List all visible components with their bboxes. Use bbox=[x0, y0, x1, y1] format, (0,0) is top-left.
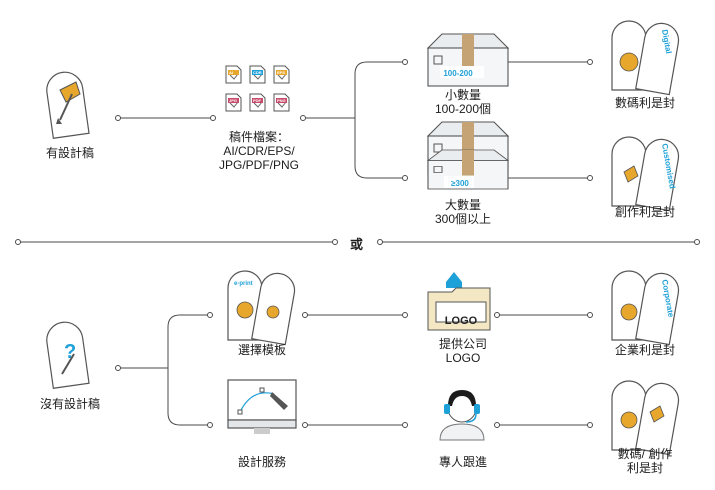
envelope-pen-icon bbox=[43, 69, 90, 139]
follow-up-label: 專人跟進 bbox=[438, 455, 487, 469]
customised-envelope-icon bbox=[611, 136, 682, 212]
file-type-ai: AI bbox=[229, 70, 233, 75]
file-type-jpg: JPG bbox=[229, 98, 237, 103]
logo-label: 提供公司 LOGO bbox=[438, 337, 487, 365]
file-type-pdf: PDF bbox=[253, 98, 262, 103]
file-type-cdr: CDR bbox=[253, 70, 262, 75]
logo-folder-icon bbox=[427, 272, 491, 331]
svg-text:?: ? bbox=[64, 341, 76, 363]
divider bbox=[15, 239, 700, 245]
has-design-label: 有設計稿 bbox=[45, 146, 94, 160]
small-qty-badge: 100-200 bbox=[443, 69, 473, 78]
template-label: 選擇模板 bbox=[237, 343, 286, 357]
digital-envelope-icon bbox=[611, 20, 682, 96]
design-service-label: 設計服務 bbox=[237, 455, 286, 469]
bottom-connectors bbox=[118, 314, 590, 426]
digital-envelope-label: 數碼利是封 bbox=[614, 96, 675, 110]
digital-custom-envelope-icon bbox=[611, 380, 682, 456]
monitor-design-icon bbox=[227, 379, 297, 434]
logo-text: LOGO bbox=[445, 315, 478, 327]
digital-custom-envelope-label: 數碼/ 創作 利是封 bbox=[617, 447, 673, 475]
large-qty-label: 大數量 300個以上 bbox=[434, 198, 492, 226]
small-box-icon bbox=[427, 33, 509, 87]
file-type-png: PNG bbox=[277, 98, 286, 103]
top-connectors bbox=[118, 61, 590, 179]
or-divider-label: 或 bbox=[350, 237, 364, 252]
file-type-eps: EPS bbox=[277, 70, 285, 75]
template-envelope-icon bbox=[227, 270, 298, 346]
bottom-connector-dots bbox=[115, 312, 593, 428]
top-connector-dots bbox=[115, 59, 593, 181]
envelope-question-icon: ? bbox=[43, 319, 90, 389]
small-qty-label: 小數量 100-200個 bbox=[434, 88, 492, 116]
large-qty-badge: ≥300 bbox=[451, 179, 469, 188]
custom-envelope-label: 創作利是封 bbox=[614, 205, 675, 219]
no-design-label: 沒有設計稿 bbox=[39, 397, 100, 411]
corporate-envelope-icon bbox=[611, 270, 682, 346]
digital-envelope-tag: Digital bbox=[660, 29, 673, 55]
agent-headset-icon bbox=[439, 390, 485, 441]
large-box-icon bbox=[427, 121, 509, 190]
file-types-icon bbox=[225, 65, 290, 112]
corporate-envelope-label: 企業利是封 bbox=[614, 343, 675, 357]
file-types-label: 稿件檔案： AI/CDR/EPS/ JPG/PDF/PNG bbox=[218, 130, 299, 172]
template-tag: e-print bbox=[234, 281, 253, 287]
